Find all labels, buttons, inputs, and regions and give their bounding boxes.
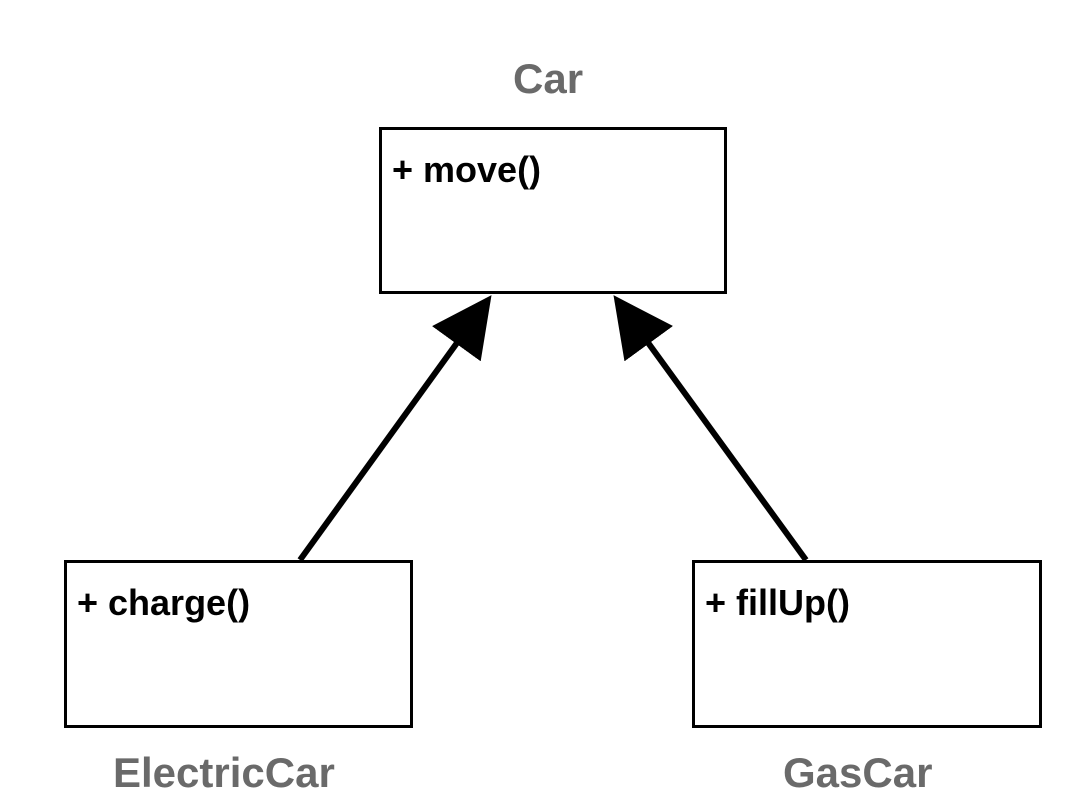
class-box-car: + move(): [379, 127, 727, 294]
arrow-electriccar-to-car: [297, 295, 492, 562]
method-charge: + charge(): [77, 582, 251, 623]
class-box-electriccar: + charge(): [64, 560, 413, 728]
class-name-car: Car: [513, 55, 584, 102]
method-fillup: + fillUp(): [705, 582, 850, 623]
method-move: + move(): [392, 149, 542, 190]
arrow-gascar-to-car: [613, 295, 809, 562]
class-name-gascar: GasCar: [783, 749, 933, 796]
class-name-electriccar: ElectricCar: [113, 749, 335, 796]
class-box-gascar: + fillUp(): [692, 560, 1042, 728]
